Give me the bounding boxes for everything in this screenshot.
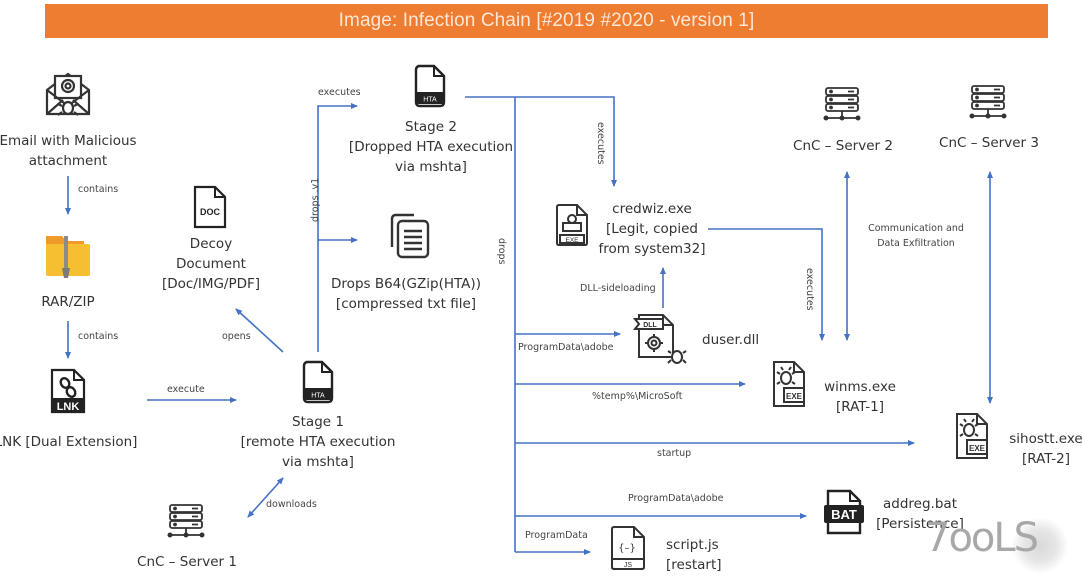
stage1-label-line-1: Stage 1 [292,414,344,430]
script-label-line-1: script.js [666,537,719,553]
hta-file-icon: HTA [302,360,334,409]
edge-stage1-to-decoy [235,308,284,353]
lnk-label: LNK [Dual Extension] [0,434,138,450]
edge-label-executes-stage2: executes [318,87,361,98]
edge-stage1-to-stage2 [317,103,358,352]
cnc1-label: CnC – Server 1 [137,554,237,570]
title-banner: Image: Infection Chain [#2019 #2020 - ve… [45,4,1048,38]
server-icon [822,86,862,127]
email-label: Email with Malicious attachment [0,131,137,171]
credwiz-label-line-1: credwiz.exe [612,201,692,217]
svg-text:EXE: EXE [786,392,803,401]
server-icon [968,84,1008,125]
cnc2-label: CnC – Server 2 [793,138,893,154]
credwiz-label-line-2: [Legit, copied [606,221,698,237]
cnc3-label: CnC – Server 3 [939,135,1039,151]
hta-file-icon: HTA [414,64,446,113]
edge-label-opens: opens [222,331,251,342]
svg-text:JS: JS [624,562,633,569]
edge-label-programdata-adobe-bat: ProgramData\adobe [628,493,724,504]
stage2-label-line-2: [Dropped HTA execution [348,139,514,155]
edge-label-drops: drops [496,238,507,265]
edge-label-comm-exfil: Communication and Data Exfiltration [868,221,964,251]
stage2-label-line-1: Stage 2 [405,119,457,135]
stage2-label-line-3: via mshta] [395,159,467,175]
addreg-label: addreg.bat [Persistence] [876,494,964,534]
svg-text:{–}: {–} [618,543,636,554]
svg-text:EXE: EXE [565,237,579,244]
diagram-title: Image: Infection Chain [#2019 #2020 - ve… [338,10,755,31]
exe-bug-icon: EXE [772,360,808,413]
edge-label-contains-1: contains [78,184,119,195]
winms-label: winms.exe [RAT-1] [824,377,896,417]
js-file-icon: {–} JS [610,525,646,576]
decoy-label-line-2: Document [176,256,246,272]
documents-icon [386,213,432,264]
credwiz-label-line-3: from system32] [598,241,706,257]
edge-label-programdata: ProgramData [525,530,588,541]
exe-bug-icon: EXE [955,412,991,465]
watermark: 7ooLS [925,515,1039,561]
edge-label-executes-credwiz: executes [595,122,606,165]
lnk-file-icon: LNK [50,368,86,419]
edge-label-executes-winms: executes [804,268,815,311]
email-bug-icon [43,68,93,125]
edge-credwiz-to-winms [708,228,825,341]
server-icon [166,503,206,544]
rarzip-label: RAR/ZIP [41,294,95,310]
dll-file-icon: DLL [632,313,693,370]
svg-text:DLL: DLL [643,322,657,329]
winms-label-line-2: [RAT-1] [835,399,885,415]
exe-gear-icon: EXE [555,203,589,252]
comm-exfil-line-1: Communication and [868,223,964,234]
sihostt-label-line-2: [RAT-2] [1021,451,1071,467]
decoy-label: Decoy Document [Doc/IMG/PDF] [162,234,260,294]
stage1-label: Stage 1 [remote HTA execution via mshta] [241,412,396,472]
addreg-label-line-1: addreg.bat [883,496,957,512]
b64-label-line-1: Drops B64(GZip(HTA)) [331,276,481,292]
credwiz-label: credwiz.exe [Legit, copied from system32… [599,199,706,259]
edge-label-contains-2: contains [78,331,119,342]
decoy-label-line-3: [Doc/IMG/PDF] [161,276,261,292]
bat-file-icon: BAT [822,489,866,540]
svg-text:HTA: HTA [423,97,437,104]
svg-text:LNK: LNK [57,401,80,413]
addreg-label-line-2: [Persistence] [876,516,964,532]
edge-label-startup: startup [657,448,692,459]
b64-label: Drops B64(GZip(HTA)) [compressed txt fil… [331,274,481,314]
edge-label-execute: execute [167,384,205,395]
stage2-label: Stage 2 [Dropped HTA execution via mshta… [349,117,513,177]
watermark-splat [1010,518,1070,573]
edge-label-temp-microsoft: %temp%\MicroSoft [592,391,683,402]
b64-label-line-2: [compressed txt file] [335,296,477,312]
doc-file-icon: DOC [193,185,227,234]
duser-label: duser.dll [702,332,760,348]
stage1-label-line-2: [remote HTA execution [240,434,396,450]
sihostt-label-line-1: sihostt.exe [1009,431,1082,447]
email-label-line-1: Email with Malicious [0,133,137,149]
comm-exfil-line-2: Data Exfiltration [877,238,955,249]
edge-label-drops-v1: drops .v1 [310,177,321,222]
decoy-label-line-1: Decoy [189,236,233,252]
winms-label-line-1: winms.exe [824,379,896,395]
script-label-line-2: [restart] [666,557,722,573]
script-label: script.js [restart] [666,535,722,575]
svg-text:BAT: BAT [831,507,857,522]
edge-label-downloads: downloads [266,499,317,510]
edge-cnc1-stage1 [247,477,284,518]
email-label-line-2: attachment [28,153,108,169]
svg-text:EXE: EXE [969,444,986,453]
sihostt-label: sihostt.exe [RAT-2] [1009,429,1082,469]
edge-label-dll-sideloading: DLL-sideloading [580,283,656,294]
svg-text:DOC: DOC [200,207,221,217]
svg-text:HTA: HTA [311,393,325,400]
zip-folder-icon [44,232,92,283]
edge-label-programdata-adobe-dll: ProgramData\adobe [518,342,614,353]
stage1-label-line-3: via mshta] [282,454,354,470]
